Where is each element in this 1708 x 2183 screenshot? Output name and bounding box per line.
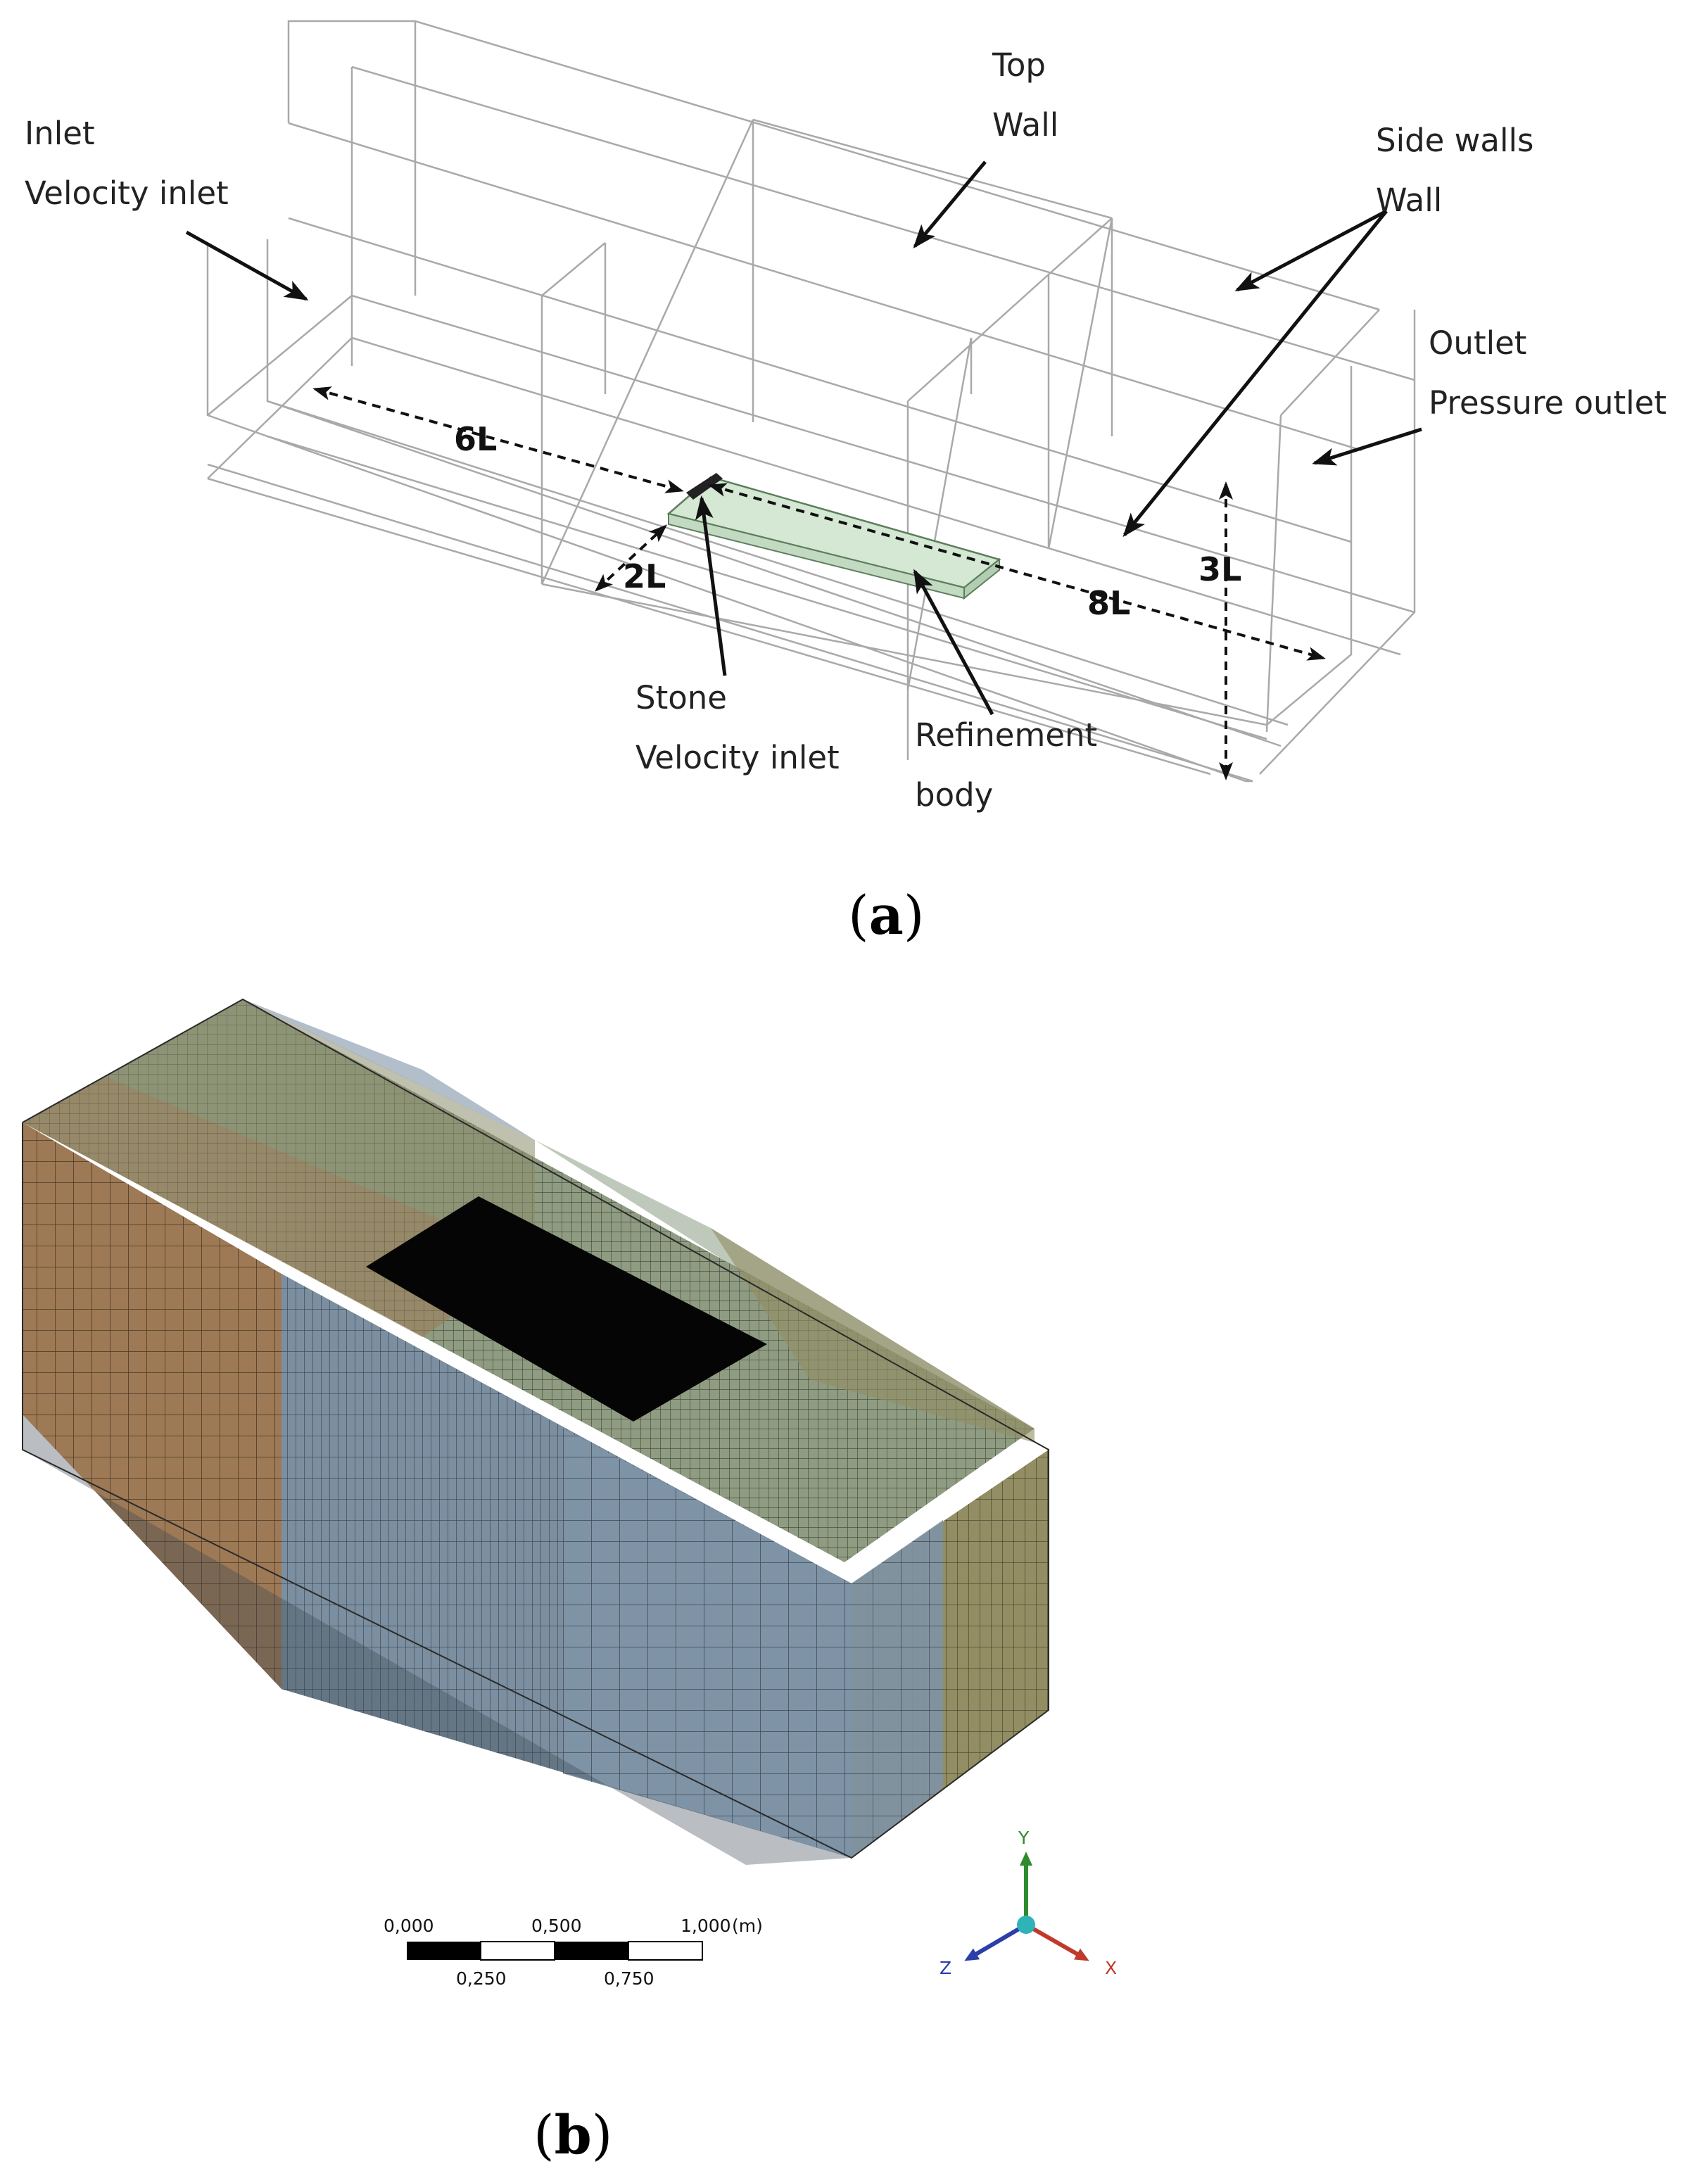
scale-bar: 0,000 0,500 1,000 (m) 0,250 0,750: [384, 1916, 763, 1989]
stone-title: Stone: [635, 679, 727, 716]
dimension-2l-arrow: [595, 524, 667, 592]
scale-tick-0-25: 0,250: [456, 1968, 507, 1989]
dimension-2l-label: 2L: [623, 557, 666, 595]
refinement-body-label: body: [915, 776, 993, 814]
mesh-refinement-zone: [366, 1196, 767, 1422]
stone-arrow: [695, 495, 727, 676]
scale-tick-0-75: 0,750: [604, 1968, 654, 1989]
panel-b-mesh: 0,000 0,500 1,000 (m) 0,250 0,750 Y X Z …: [22, 998, 1117, 2166]
panel-b-caption: (b): [533, 2103, 612, 2166]
dimension-6l-arrow: [312, 386, 684, 493]
scale-tick-0: 0,000: [384, 1916, 434, 1936]
refinement-title: Refinement: [915, 716, 1097, 754]
scale-tick-1: 1,000: [681, 1916, 731, 1936]
stone: [686, 473, 723, 500]
side-wall-arrow-lower: [1122, 210, 1388, 538]
axis-x-label: X: [1105, 1958, 1117, 1978]
side-walls-title: Side walls: [1376, 122, 1533, 159]
side-wall-arrow-upper: [1234, 209, 1388, 292]
outlet-arrow: [1312, 427, 1422, 466]
inlet-type: Velocity inlet: [25, 175, 229, 212]
inlet-arrow: [185, 230, 309, 301]
mesh-inlet-face: [23, 1122, 281, 1689]
inlet-title: Inlet: [25, 115, 95, 152]
scale-tick-0-5: 0,500: [531, 1916, 582, 1936]
outlet-type: Pressure outlet: [1429, 384, 1666, 422]
top-wall-arrow: [913, 160, 987, 249]
top-type: Wall: [992, 106, 1058, 144]
panel-a-domain-diagram: Inlet Velocity inlet Top Wall Side walls…: [25, 20, 1666, 947]
top-title: Top: [992, 46, 1046, 84]
dimension-6l-label: 6L: [454, 420, 497, 458]
refinement-arrow: [913, 569, 994, 716]
axis-z-label: Z: [940, 1958, 951, 1978]
dimension-8l-arrow: [708, 483, 1326, 661]
axis-triad: Y X Z: [940, 1828, 1117, 1978]
axis-y-label: Y: [1018, 1828, 1030, 1848]
side-walls-type: Wall: [1376, 182, 1442, 219]
dimension-8l-label: 8L: [1087, 584, 1130, 622]
panel-a-caption: (a): [848, 884, 925, 947]
scale-unit: (m): [732, 1916, 763, 1936]
dimension-3l-label: 3L: [1198, 550, 1241, 588]
outlet-title: Outlet: [1429, 324, 1526, 362]
stone-type: Velocity inlet: [635, 739, 840, 776]
